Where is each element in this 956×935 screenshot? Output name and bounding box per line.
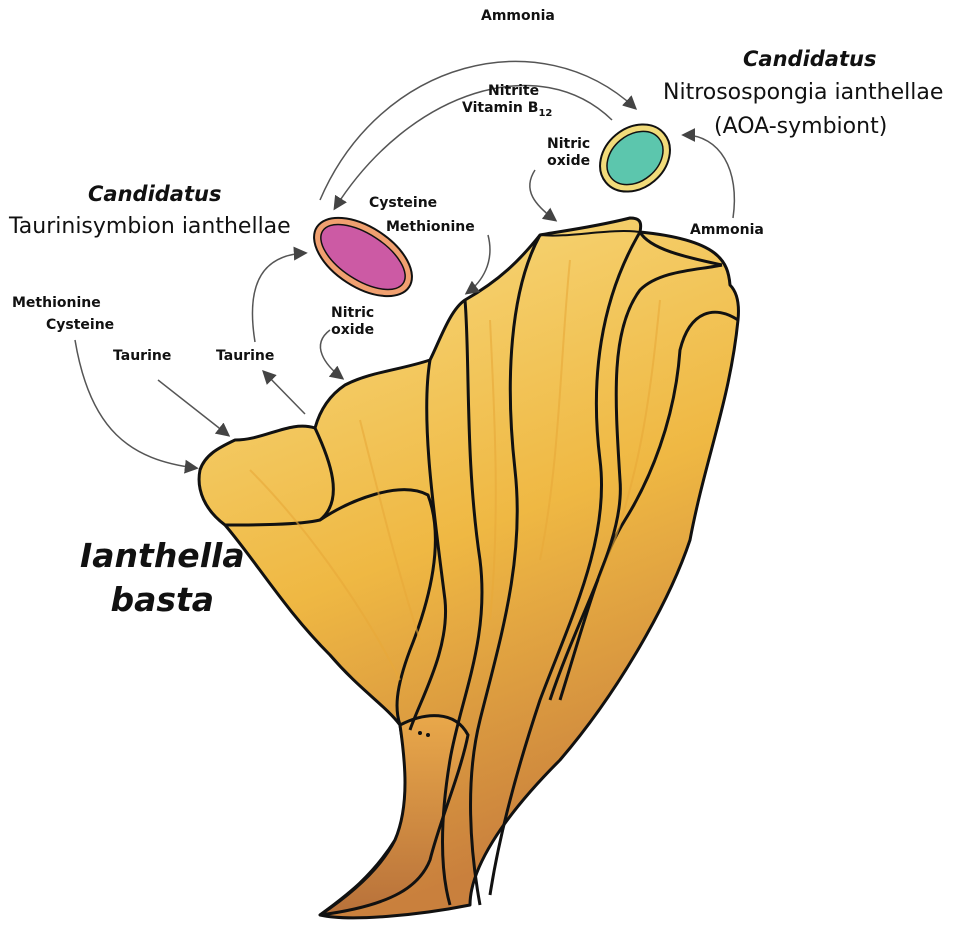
arrow-ammonia-right-to-aoa xyxy=(684,135,734,218)
host-name-label: Ianthella basta xyxy=(80,534,245,622)
aoa-genus-label: Candidatus xyxy=(743,47,876,71)
arrow-methionine-to-sponge xyxy=(467,235,490,293)
nitrite-label: Nitrite xyxy=(462,83,552,100)
cysteine-left-label: Cysteine xyxy=(46,317,114,334)
aoa-species-label: Nitrosospongia ianthellae xyxy=(663,80,943,105)
aoa-symbiont-cell xyxy=(587,111,684,206)
taurine-up-label: Taurine xyxy=(216,348,274,365)
aoa-tag-label: (AOA-symbiont) xyxy=(714,114,887,139)
methionine-mid-label: Methionine xyxy=(386,219,475,236)
vitamin-label: Vitamin B12 xyxy=(462,100,552,122)
arrow-taurine-out xyxy=(264,372,305,414)
ammonia-top-label: Ammonia xyxy=(481,8,555,25)
taurine-in-label: Taurine xyxy=(113,348,171,365)
taurine-species-label: Taurinisymbion ianthellae xyxy=(9,214,291,239)
taurine-genus-label: Candidatus xyxy=(88,182,221,206)
nitric-oxide-tau-label: Nitric oxide xyxy=(331,305,374,339)
arrow-taurine-in xyxy=(158,380,228,435)
cysteine-mid-label: Cysteine xyxy=(369,195,437,212)
methionine-left-label: Methionine xyxy=(12,295,101,312)
arrow-nitric-oxide-aoa xyxy=(530,170,555,220)
nitrite-vitamin-label: Nitrite Vitamin B12 xyxy=(462,83,552,122)
arrow-taurine-up xyxy=(252,253,305,342)
host-species: basta xyxy=(80,578,245,622)
nitric-oxide-aoa-label: Nitric oxide xyxy=(547,136,590,170)
ammonia-right-label: Ammonia xyxy=(690,222,764,239)
host-genus: Ianthella xyxy=(80,534,245,578)
sponge-host xyxy=(199,218,738,918)
